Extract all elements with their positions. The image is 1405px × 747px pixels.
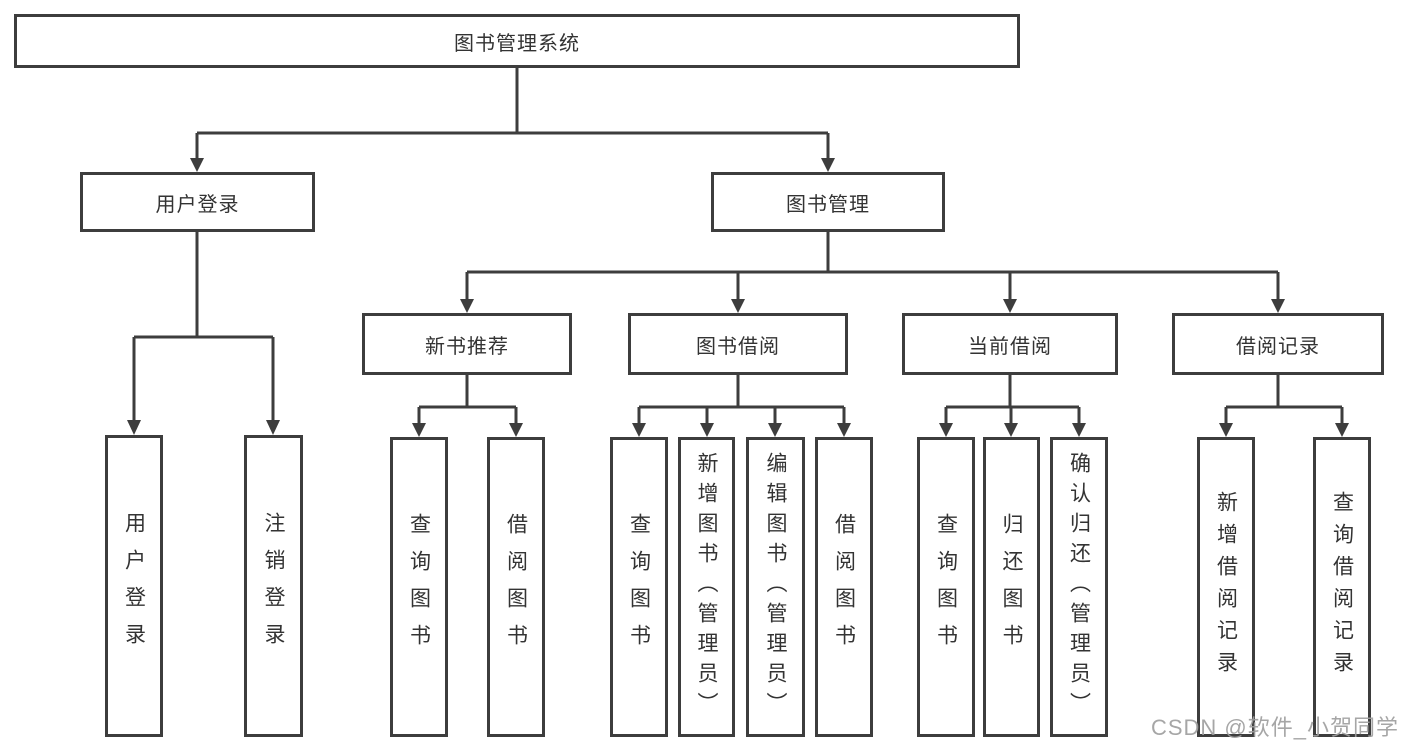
leaf-confirm-return-admin: 确认归还（管理员） <box>1050 437 1108 737</box>
leaf-add-borrow-record: 新增借阅记录 <box>1197 437 1255 737</box>
leaf-query-borrow-record: 查询借阅记录 <box>1313 437 1371 737</box>
node-book-borrow: 图书借阅 <box>628 313 848 375</box>
leaf-return-book: 归还图书 <box>983 437 1040 737</box>
node-current-borrow: 当前借阅 <box>902 313 1118 375</box>
leaf-edit-book-admin: 编辑图书（管理员） <box>746 437 805 737</box>
node-book-management: 图书管理 <box>711 172 945 232</box>
leaf-query-books-recommend: 查询图书 <box>390 437 448 737</box>
leaf-user-login: 用户登录 <box>105 435 163 737</box>
leaf-add-book-admin: 新增图书（管理员） <box>678 437 735 737</box>
leaf-logout: 注销登录 <box>244 435 303 737</box>
node-user-login: 用户登录 <box>80 172 315 232</box>
node-root: 图书管理系统 <box>14 14 1020 68</box>
leaf-query-books-current: 查询图书 <box>917 437 975 737</box>
leaf-borrow-books-recommend: 借阅图书 <box>487 437 545 737</box>
node-new-book-recommend: 新书推荐 <box>362 313 572 375</box>
node-borrow-records: 借阅记录 <box>1172 313 1384 375</box>
leaf-query-books-borrow: 查询图书 <box>610 437 668 737</box>
leaf-borrow-books: 借阅图书 <box>815 437 873 737</box>
csdn-watermark: CSDN @软件_小贺同学 <box>1150 715 1399 740</box>
